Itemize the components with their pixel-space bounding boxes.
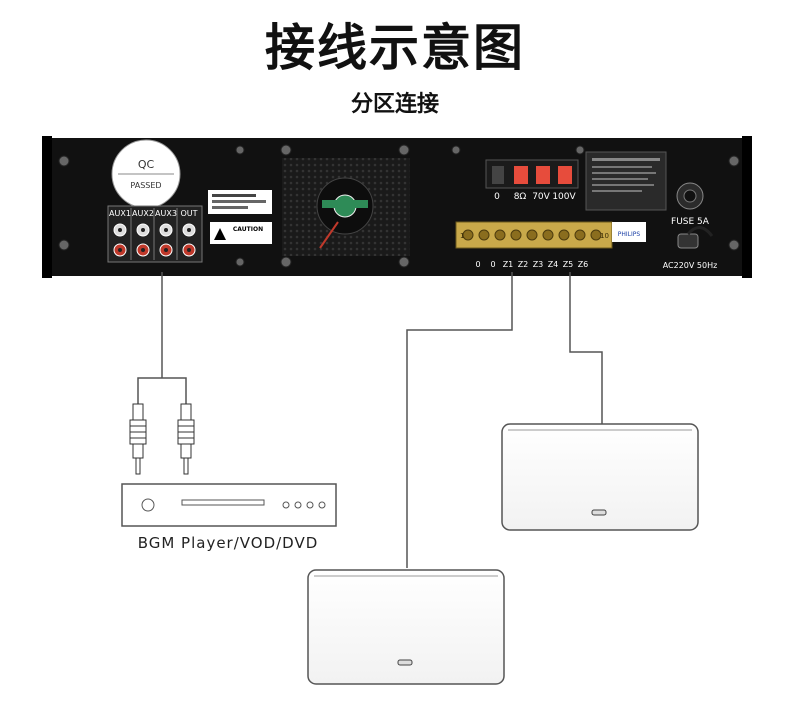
aux-port-block: AUX1 AUX2 AUX3 OUT	[107, 205, 203, 263]
speaker-upper	[501, 423, 699, 531]
impedance-selector: 0 8Ω 70V 100V	[485, 159, 579, 202]
aux-label-out: OUT	[180, 209, 197, 218]
qc-label: QC	[138, 158, 155, 171]
brand-tag: PHILIPS	[618, 231, 641, 238]
impedance-100v: 100V	[552, 192, 576, 202]
impedance-0: 0	[494, 192, 500, 202]
cooling-fan-grille	[282, 158, 410, 256]
qc-status: PASSED	[130, 181, 161, 190]
ac-power-label: AC220V 50Hz	[663, 261, 718, 270]
rca-plug-left	[129, 403, 147, 475]
power-inlet: AC220V 50Hz	[663, 226, 718, 270]
wire-rca-split	[137, 377, 187, 405]
disc-tray	[181, 499, 265, 506]
zone-labels: 0 0 Z1 Z2 Z3 Z4 Z5 Z6	[475, 260, 588, 269]
zone-label-0a: 0	[475, 260, 480, 269]
rca-plug-right	[177, 403, 195, 475]
speaker-logo-icon	[591, 509, 607, 516]
qc-sticker: QC PASSED	[111, 139, 181, 209]
speaker-logo-icon	[397, 659, 413, 666]
impedance-8ohm: 8Ω	[514, 192, 527, 202]
source-device-label: BGM Player/VOD/DVD	[138, 534, 319, 552]
dvd-player	[121, 483, 337, 527]
caution-title: CAUTION	[233, 226, 263, 233]
zone-label-0b: 0	[490, 260, 495, 269]
aux-label-2: AUX2	[132, 209, 154, 218]
spec-label	[585, 151, 667, 211]
chassis-screws	[58, 144, 740, 268]
impedance-70v: 70V	[532, 192, 550, 202]
aux-label-1: AUX1	[109, 209, 131, 218]
model-sticker	[208, 190, 272, 214]
wiring-lines	[137, 272, 603, 568]
terminal-number-1: 1	[460, 232, 464, 240]
wire-zone-to-speaker-upper	[569, 272, 603, 424]
caution-label: CAUTION	[210, 222, 272, 244]
terminal-number-10: 10	[600, 232, 609, 240]
fuse-label: FUSE 5A	[671, 217, 710, 227]
zone-label-z5: Z5	[563, 260, 574, 269]
zone-label-z1: Z1	[503, 260, 514, 269]
fuse-holder: FUSE 5A	[671, 182, 710, 227]
zone-label-z6: Z6	[578, 260, 589, 269]
wire-zone-to-speaker-lower	[406, 272, 513, 568]
zone-label-z3: Z3	[533, 260, 544, 269]
page-title: 接线示意图	[265, 19, 525, 77]
zone-label-z4: Z4	[548, 260, 559, 269]
page-subtitle: 分区连接	[350, 92, 439, 117]
rca-jacks	[113, 223, 196, 257]
speaker-lower	[307, 569, 505, 685]
power-button-icon	[141, 498, 155, 512]
zone-terminal-strip: 1 10 PHILIPS	[455, 221, 646, 249]
amplifier-rear-panel: QC PASSED AUX1 AUX2 AUX3 OUT	[42, 136, 752, 278]
aux-label-3: AUX3	[155, 209, 177, 218]
zone-label-z2: Z2	[518, 260, 529, 269]
